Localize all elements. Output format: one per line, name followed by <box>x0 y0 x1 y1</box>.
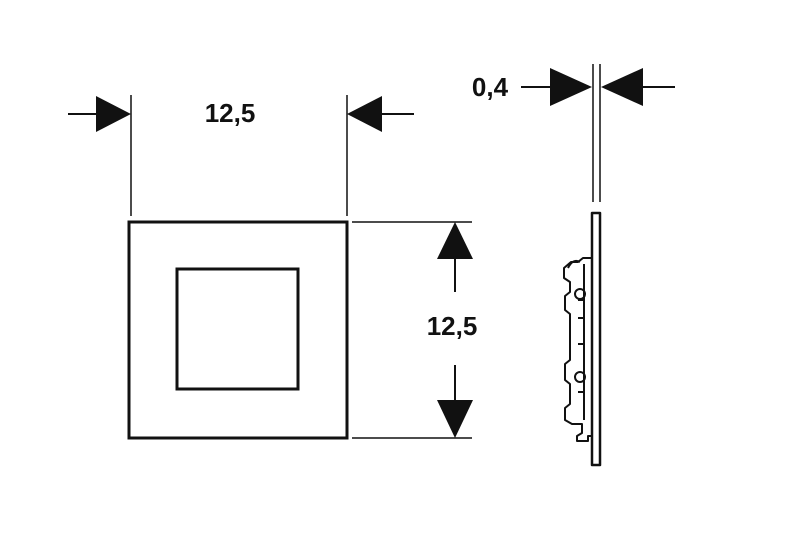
height-arrow-bottom <box>437 400 473 438</box>
thickness-dimension: 0,4 <box>472 64 675 202</box>
side-pin-bottom <box>574 371 586 383</box>
width-dimension: 12,5 <box>68 95 414 216</box>
side-plate <box>590 211 602 467</box>
side-clip-top <box>567 259 581 269</box>
front-view <box>127 220 349 440</box>
thickness-arrow-right <box>601 68 643 106</box>
side-mechanism-inner <box>578 264 585 420</box>
side-pin-top <box>574 288 586 300</box>
width-arrow-left <box>96 96 131 132</box>
thickness-label: 0,4 <box>472 72 509 102</box>
width-label: 12,5 <box>205 98 256 128</box>
height-dimension: 12,5 <box>352 221 478 439</box>
height-arrow-top <box>437 222 473 259</box>
width-arrow-right <box>347 96 382 132</box>
inner-button <box>175 267 300 391</box>
thickness-arrow-left <box>550 68 592 106</box>
side-view <box>563 211 602 467</box>
height-label: 12,5 <box>427 311 478 341</box>
side-mechanism-outline <box>563 257 592 442</box>
outer-plate <box>127 220 349 440</box>
